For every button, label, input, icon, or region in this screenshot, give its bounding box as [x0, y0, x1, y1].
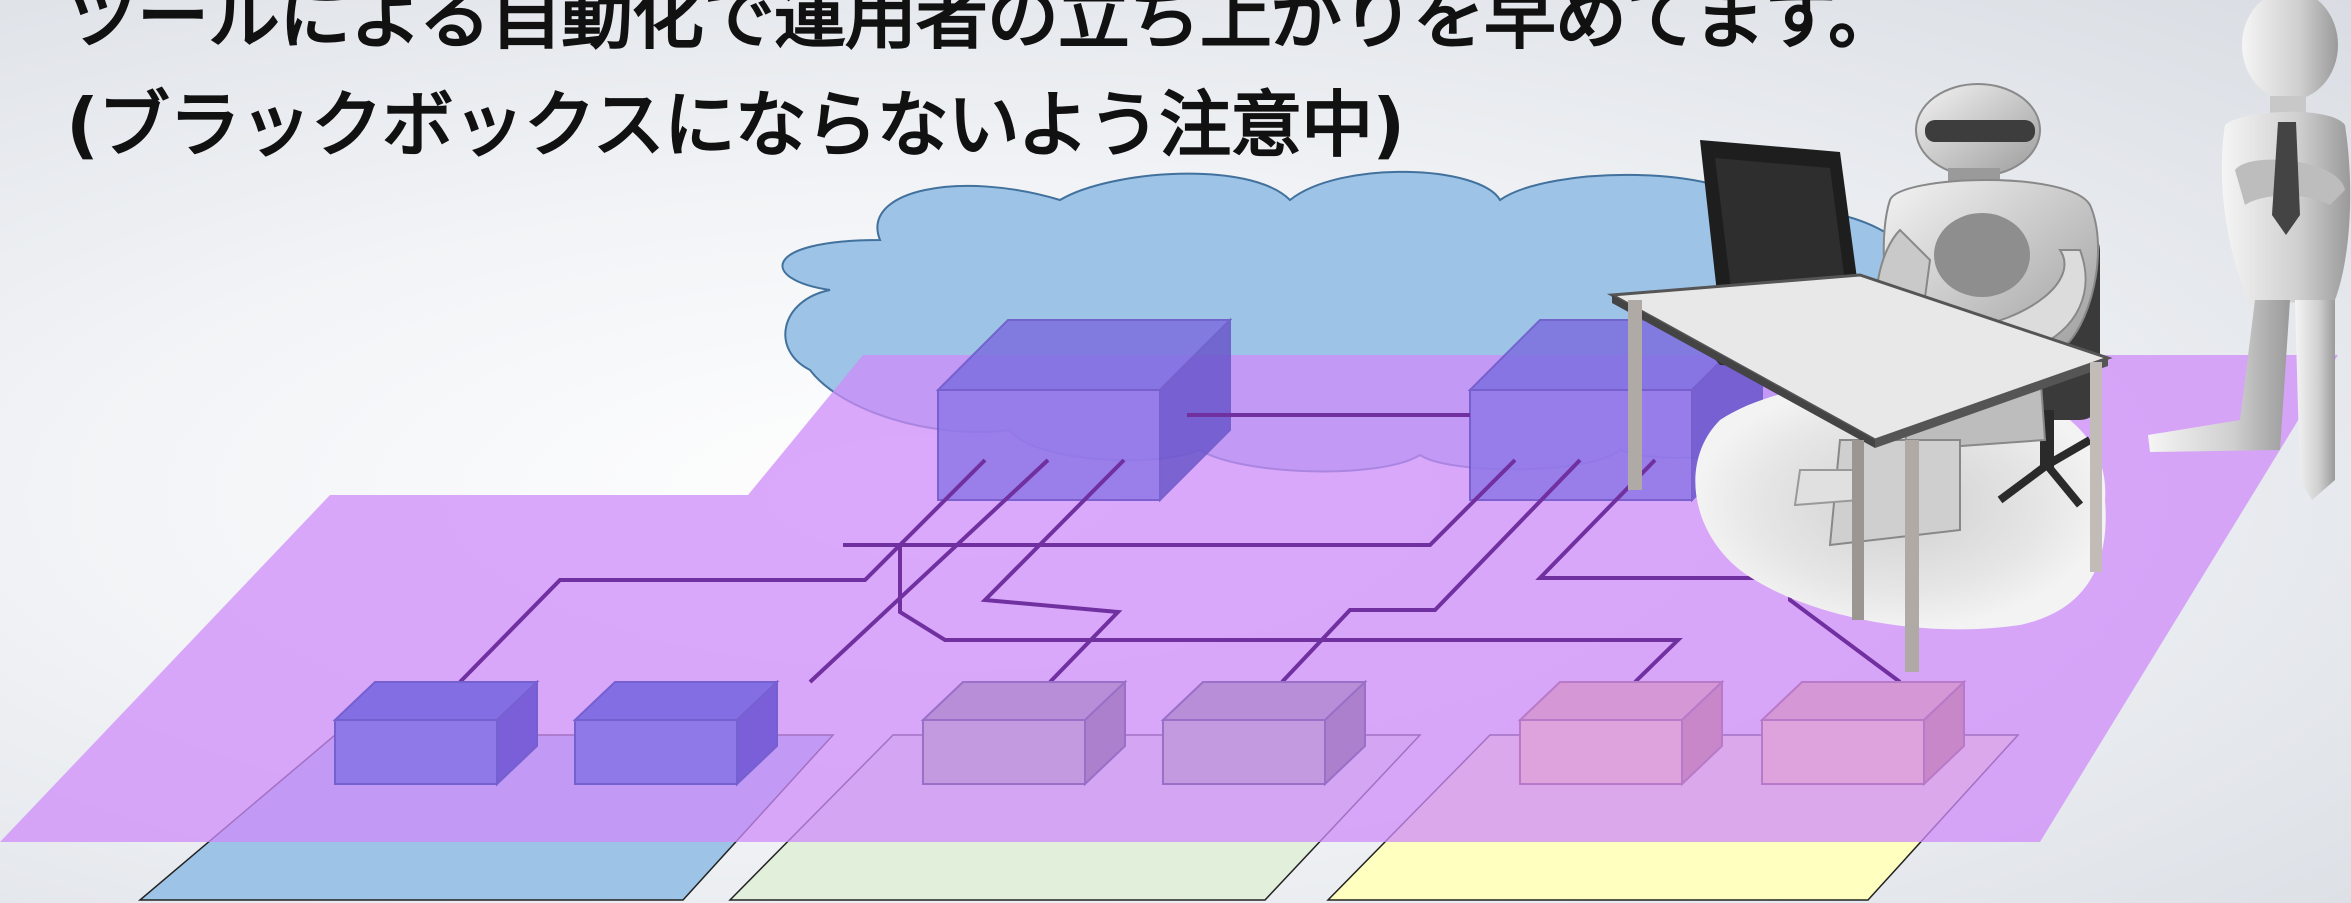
device-box-1: [332, 679, 540, 787]
link-core-right-1: [843, 458, 1517, 547]
link-core-left-3: [980, 458, 1126, 684]
desk-icon: [1606, 273, 2113, 672]
link-core-left-2: [808, 458, 1050, 684]
robot-operator-illustration: [1606, 0, 2351, 672]
robot-icon: [1793, 83, 2099, 547]
core-switch-left: [935, 317, 1233, 503]
device-box-5: [1517, 679, 1725, 787]
device-box-6: [1759, 679, 1967, 787]
businessman-figure-icon: [2148, 0, 2351, 500]
link-core-left-1: [458, 458, 987, 684]
slide-title-line-1: ツールによる自動化で運用者の立ち上がりを早めてます。: [66, 0, 1900, 59]
slide-title-line-2: (ブラックボックスにならないよう注意中): [66, 83, 1405, 167]
link-cross: [898, 545, 1683, 684]
device-box-4: [1160, 679, 1368, 787]
network-links: [458, 413, 1902, 684]
device-box-2: [572, 679, 780, 787]
link-core-right-2: [1280, 458, 1582, 684]
device-box-3: [920, 679, 1128, 787]
